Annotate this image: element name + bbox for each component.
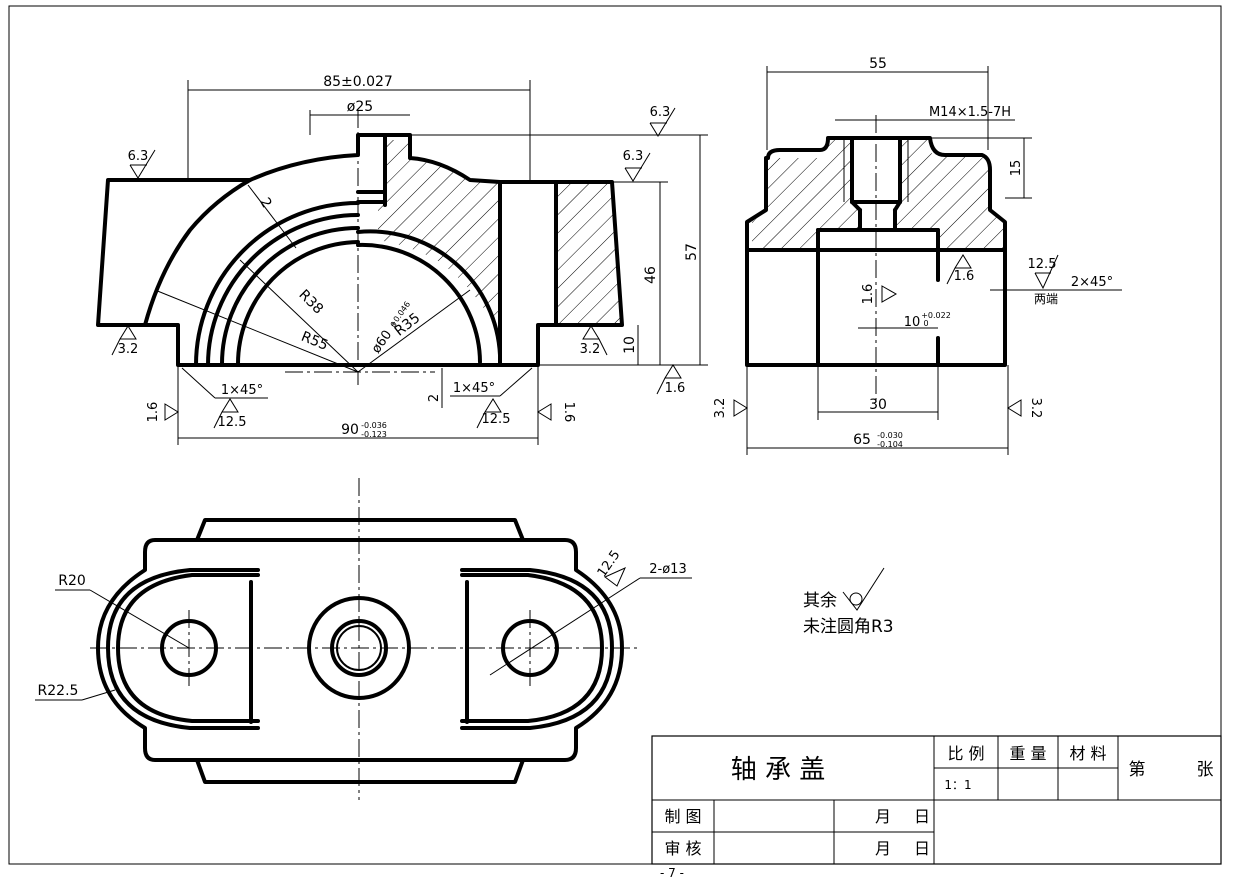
svg-text:1.6: 1.6 xyxy=(665,381,686,396)
page-number: - 7 - xyxy=(660,866,684,880)
roughness-symbol: 6.3 xyxy=(649,105,676,137)
weight-label: 重 量 xyxy=(1009,744,1046,763)
svg-text:6.3: 6.3 xyxy=(623,149,644,164)
roughness-symbol: 3.2 xyxy=(580,325,608,357)
scale-label: 比 例 xyxy=(947,744,984,763)
svg-text:1.6: 1.6 xyxy=(146,402,161,423)
svg-text:3.2: 3.2 xyxy=(580,342,601,357)
roughness-symbol: 6.3 xyxy=(128,149,156,179)
svg-text:6.3: 6.3 xyxy=(128,149,149,164)
part-name: 轴 承 盖 xyxy=(731,755,826,785)
front-view: 85±0.027 ø25 46 57 10 2 R38 R55 R35 ø60 … xyxy=(96,74,708,445)
dim-r20: R20 xyxy=(58,573,86,589)
dim-10-tol-lower: 0 xyxy=(923,319,928,328)
svg-text:12.5: 12.5 xyxy=(218,415,247,430)
roughness-symbol: 12.5 xyxy=(1028,254,1059,290)
svg-text:1.6: 1.6 xyxy=(954,269,975,284)
dim-boss-diameter: ø25 xyxy=(347,99,373,115)
dim-bottom-width: 90 xyxy=(341,422,359,438)
roughness-symbol: 1.6 xyxy=(946,254,975,285)
svg-text:12.5: 12.5 xyxy=(1028,257,1057,272)
roughness-unmachined-icon xyxy=(842,567,885,611)
dim-bottom-tol-lower: -0.123 xyxy=(361,430,387,439)
dim-height-57: 57 xyxy=(684,243,700,261)
roughness-symbol: 6.3 xyxy=(623,149,651,182)
svg-text:3.2: 3.2 xyxy=(1028,398,1043,419)
dim-chamfer-left: 1×45° xyxy=(221,383,263,398)
note-fillet: 未注圆角R3 xyxy=(803,617,894,637)
dim-top-width: 85±0.027 xyxy=(323,74,393,90)
dim-chamfer: 2×45° xyxy=(1071,275,1113,290)
note-rest-finish: 其余 xyxy=(803,591,837,611)
material-label: 材 料 xyxy=(1069,744,1106,763)
roughness-symbol: 1.6 xyxy=(656,364,686,396)
roughness-symbol: 1.6 xyxy=(861,284,898,305)
dim-height-46: 46 xyxy=(643,266,659,284)
dim-65-tol-lower: -0.104 xyxy=(877,440,903,449)
svg-text:12.5: 12.5 xyxy=(595,548,624,580)
dim-chamfer-note: 两端 xyxy=(1034,292,1058,306)
dim-holes: 2-ø13 xyxy=(649,562,686,577)
drawn-label: 制 图 xyxy=(664,807,701,826)
dim-30: 30 xyxy=(869,397,887,413)
dim-55: 55 xyxy=(869,56,887,72)
dim-height-10: 10 xyxy=(622,336,638,354)
checked-day-label: 日 xyxy=(914,839,930,858)
dim-65: 65 xyxy=(853,432,871,448)
svg-text:3.2: 3.2 xyxy=(713,398,728,419)
dim-r22-5: R22.5 xyxy=(38,683,79,699)
sheet-border xyxy=(8,5,1222,865)
drawn-month-label: 月 xyxy=(875,807,891,826)
checked-month-label: 月 xyxy=(875,839,891,858)
checked-label: 审 核 xyxy=(664,839,701,858)
roughness-symbol: 3.2 xyxy=(1007,398,1043,419)
svg-text:1.6: 1.6 xyxy=(561,402,576,423)
drawn-day-label: 日 xyxy=(914,807,930,826)
dim-65-tol-upper: -0.030 xyxy=(877,431,903,440)
dim-2-bottom: 2 xyxy=(427,394,442,402)
dim-10-tol-upper: +0.022 xyxy=(921,311,951,320)
svg-text:1.6: 1.6 xyxy=(861,284,876,305)
sheet-label: 第 xyxy=(1129,760,1146,780)
dim-r38: R38 xyxy=(295,287,326,318)
sheet-suffix: 张 xyxy=(1197,760,1214,780)
side-view: 55 M14×1.5-7H 15 2×45° 两端 10 +0.022 0 30… xyxy=(713,56,1122,455)
roughness-symbol: 12.5 xyxy=(595,548,626,587)
top-view: R20 R22.5 2-ø13 12.5 xyxy=(35,478,692,800)
dim-thread: M14×1.5-7H xyxy=(929,105,1011,120)
dim-15: 15 xyxy=(1009,160,1024,177)
scale-value: 1：1 xyxy=(944,778,971,792)
dim-bore: ø60 xyxy=(369,328,395,357)
svg-text:3.2: 3.2 xyxy=(118,342,139,357)
title-block: 轴 承 盖 比 例 重 量 材 料 第 张 1：1 制 图 月 日 审 核 月 … xyxy=(651,735,1222,865)
roughness-symbol: 1.6 xyxy=(146,402,179,423)
roughness-symbol: 1.6 xyxy=(537,402,576,423)
svg-text:12.5: 12.5 xyxy=(482,412,511,427)
dim-bore-tol-lower: 0 xyxy=(389,320,399,329)
roughness-symbol: 12.5 xyxy=(476,398,511,429)
roughness-symbol: 3.2 xyxy=(713,398,748,419)
dim-10: 10 xyxy=(904,315,921,330)
roughness-symbol: 12.5 xyxy=(213,398,247,430)
general-notes: 其余 未注圆角R3 xyxy=(803,567,894,637)
dim-bottom-tol-upper: -0.036 xyxy=(361,421,387,430)
svg-text:6.3: 6.3 xyxy=(650,105,671,120)
roughness-symbol: 3.2 xyxy=(111,325,139,357)
dim-chamfer-right: 1×45° xyxy=(453,381,495,396)
